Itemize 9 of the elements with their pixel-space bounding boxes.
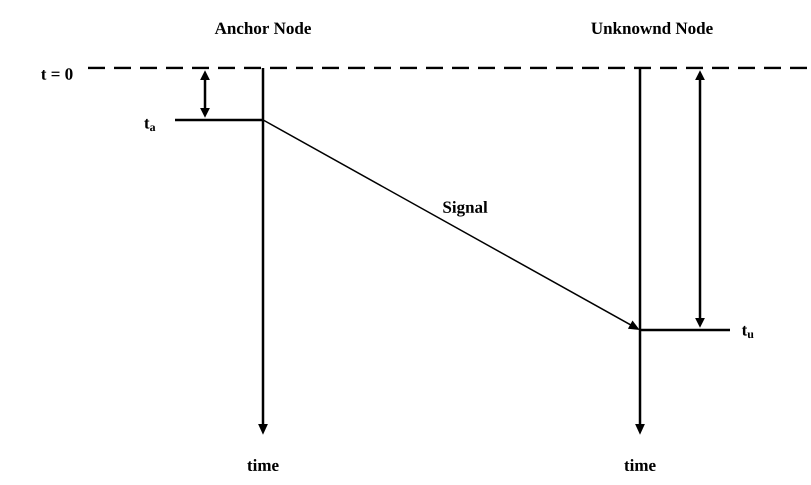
time-label: t$_{a}$ xyxy=(144,118,156,132)
column-heading: Anchor Node xyxy=(214,22,311,34)
edge-label: Signal xyxy=(441,200,489,218)
column-heading: Unknownd Node xyxy=(591,22,713,34)
time-label: t$_{u}$ xyxy=(742,326,754,338)
axis-label: time xyxy=(624,459,656,471)
tick-line xyxy=(175,118,263,122)
axis-label: time xyxy=(247,459,279,471)
time-label: t = 0 xyxy=(41,68,73,80)
